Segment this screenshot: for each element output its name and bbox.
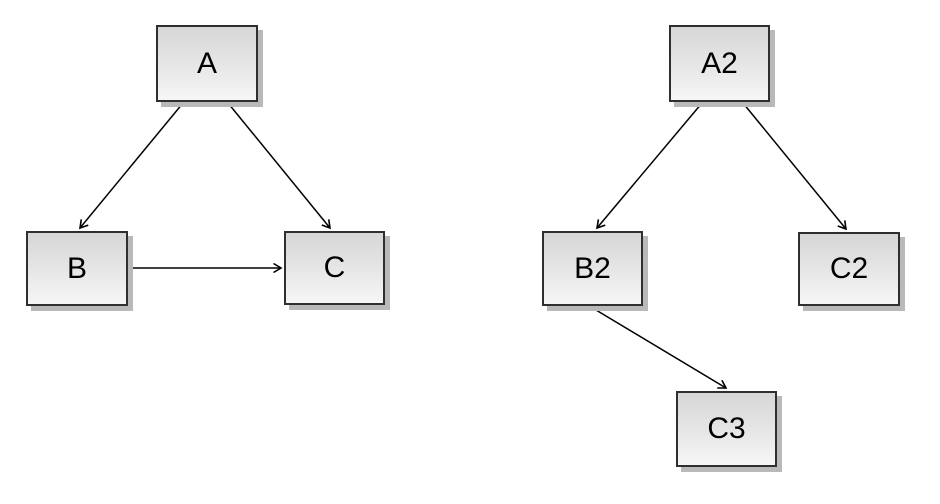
edge-A-B[interactable] xyxy=(79,102,184,230)
edge-group xyxy=(79,102,847,389)
node-label: A xyxy=(196,46,217,80)
node-B2[interactable]: B2 xyxy=(542,231,643,306)
edge-A2-C2[interactable] xyxy=(742,102,847,231)
edge-A-C[interactable] xyxy=(227,102,331,230)
node-B[interactable]: B xyxy=(26,231,128,306)
node-C2[interactable]: C2 xyxy=(798,232,900,306)
edge-A2-B2[interactable] xyxy=(595,102,703,230)
node-A[interactable]: A xyxy=(156,25,258,102)
node-label: A2 xyxy=(701,46,738,80)
node-label: C2 xyxy=(829,252,869,285)
node-label: C3 xyxy=(707,412,746,445)
node-C3[interactable]: C3 xyxy=(676,391,777,467)
node-label: B2 xyxy=(574,251,611,285)
node-label: B xyxy=(66,251,87,285)
edge-B2-C3[interactable] xyxy=(590,306,728,389)
node-A2[interactable]: A2 xyxy=(669,25,770,102)
node-label: C xyxy=(323,251,346,284)
node-C[interactable]: C xyxy=(284,231,385,305)
